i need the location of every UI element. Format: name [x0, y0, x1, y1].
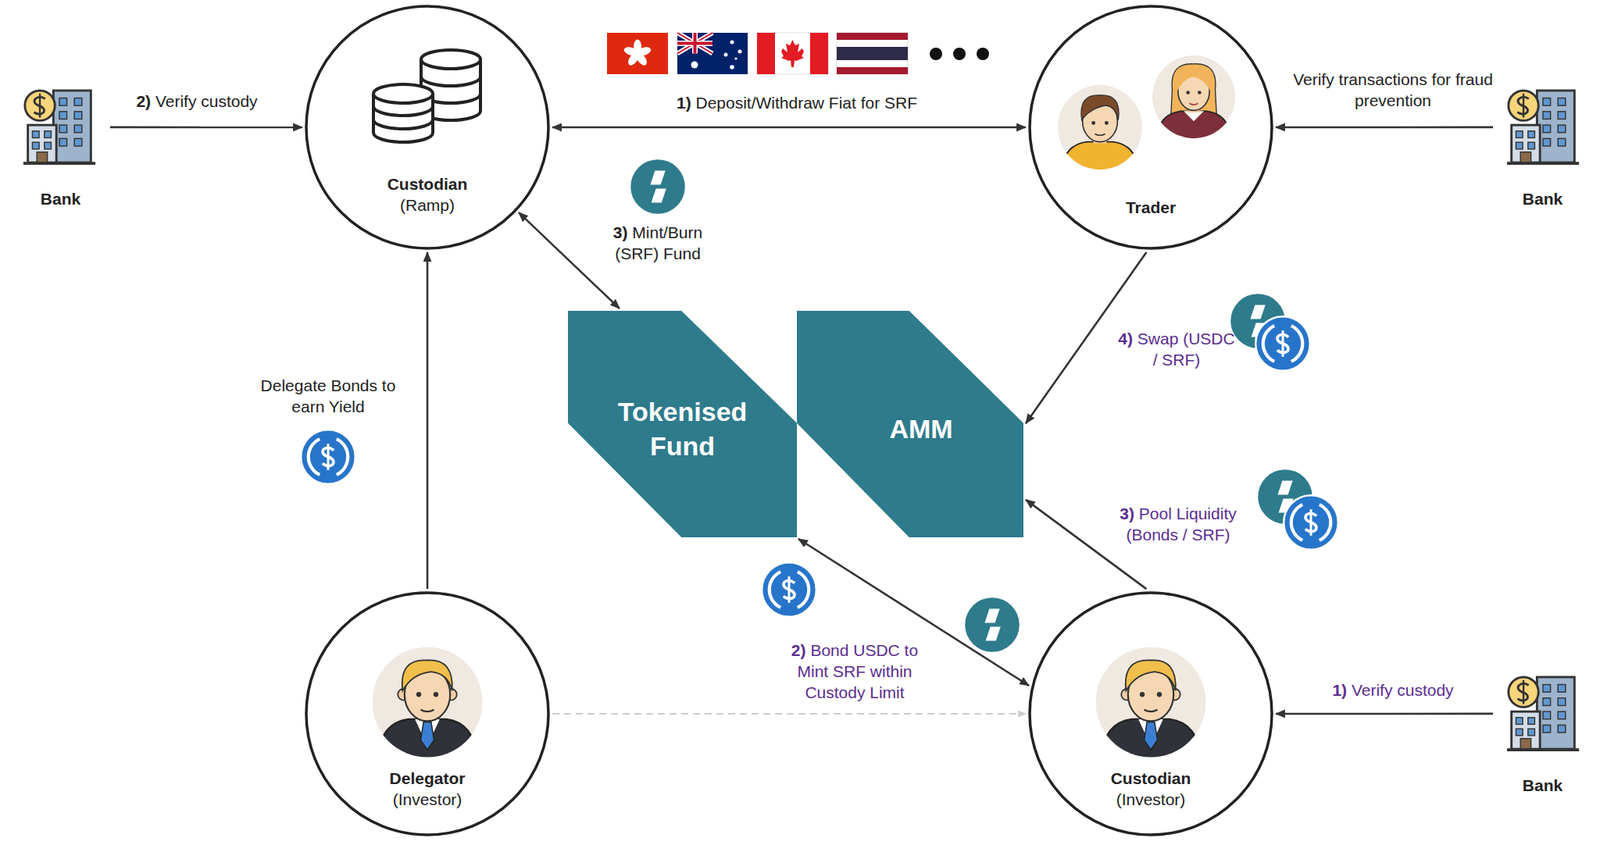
circle-outline — [1029, 6, 1272, 249]
edge-label: Verify transactions for fraud prevention — [1290, 68, 1496, 111]
arrow-connector — [1025, 252, 1147, 424]
node-title: Tokenised Fund — [608, 394, 758, 464]
arrow-connector — [552, 126, 1026, 129]
circle-outline — [1029, 592, 1272, 836]
edge-label: 3) Mint/Burn (SRF) Fund — [599, 221, 717, 265]
usdc-token-icon — [1283, 495, 1339, 550]
edge-label: 2) Bond USDC to Mint SRF within Custody … — [785, 639, 925, 704]
arrow-connector — [110, 126, 303, 129]
investor-avatar — [1095, 646, 1206, 760]
flag-thailand — [836, 32, 908, 75]
actor-circle: Custodian(Investor) — [1028, 591, 1274, 837]
node-title: Bank — [40, 188, 81, 210]
node-title: Delegator — [389, 767, 466, 790]
bank-icon — [1507, 90, 1579, 164]
node-subtitle: (Ramp) — [400, 194, 455, 216]
actor-circle: Trader — [1028, 4, 1274, 250]
node-title: Bank — [1522, 188, 1563, 210]
circle-outline — [306, 6, 549, 249]
node-subtitle: (Investor) — [1116, 789, 1186, 811]
amm-block: AMM — [796, 310, 1024, 538]
dashed-connector — [552, 713, 1026, 715]
trader-avatar — [1152, 55, 1236, 140]
bank-node: Bank — [1497, 664, 1588, 798]
node-subtitle: (Investor) — [392, 789, 463, 811]
actor-circle: Custodian(Ramp) — [304, 4, 550, 250]
bank-icon — [23, 90, 96, 164]
flag-australia — [677, 32, 748, 75]
bank-node: Bank — [15, 78, 106, 211]
edge-label: 3) Pool Liquidity (Bonds / SRF) — [1103, 503, 1253, 546]
edge-label: Delegate Bonds to earn Yield — [246, 375, 411, 418]
trader-avatar — [1057, 85, 1143, 172]
bank-node: Bank — [1497, 78, 1588, 211]
edge-label: 4) Swap (USDC / SRF) — [1117, 328, 1236, 371]
usdc-token-icon — [300, 429, 356, 485]
edge-label: 1) Deposit/Withdraw Fiat for SRF — [648, 92, 946, 114]
usdc-token-icon — [761, 562, 817, 618]
investor-avatar — [371, 646, 483, 760]
edge-label: 1) Verify custody — [1310, 679, 1475, 701]
fund-block: Tokenised Fund — [567, 310, 797, 538]
actor-circle: Delegator(Investor) — [304, 591, 550, 837]
flag-canada — [757, 32, 829, 75]
srf-token-icon — [630, 159, 686, 215]
ellipsis-dots — [929, 47, 990, 61]
node-title: AMM — [889, 411, 953, 447]
bank-icon — [1507, 677, 1579, 750]
database-icon — [373, 50, 481, 143]
usdc-token-icon — [1255, 316, 1311, 372]
block-shape — [567, 310, 797, 538]
arrow-connector — [426, 252, 429, 590]
node-title: Custodian — [1110, 767, 1192, 790]
node-title: Bank — [1522, 775, 1563, 797]
edge-label: 2) Verify custody — [114, 90, 279, 112]
node-title: Custodian — [387, 173, 468, 195]
arrow-connector — [1275, 713, 1493, 716]
arrow-connector — [1025, 500, 1147, 590]
arrow-connector — [518, 212, 620, 309]
block-shape — [796, 310, 1024, 538]
node-title: Trader — [1125, 196, 1176, 218]
flag-hong-kong — [607, 32, 668, 75]
circle-outline — [306, 592, 549, 836]
srf-token-icon — [964, 597, 1020, 653]
arrow-connector — [1275, 126, 1493, 129]
